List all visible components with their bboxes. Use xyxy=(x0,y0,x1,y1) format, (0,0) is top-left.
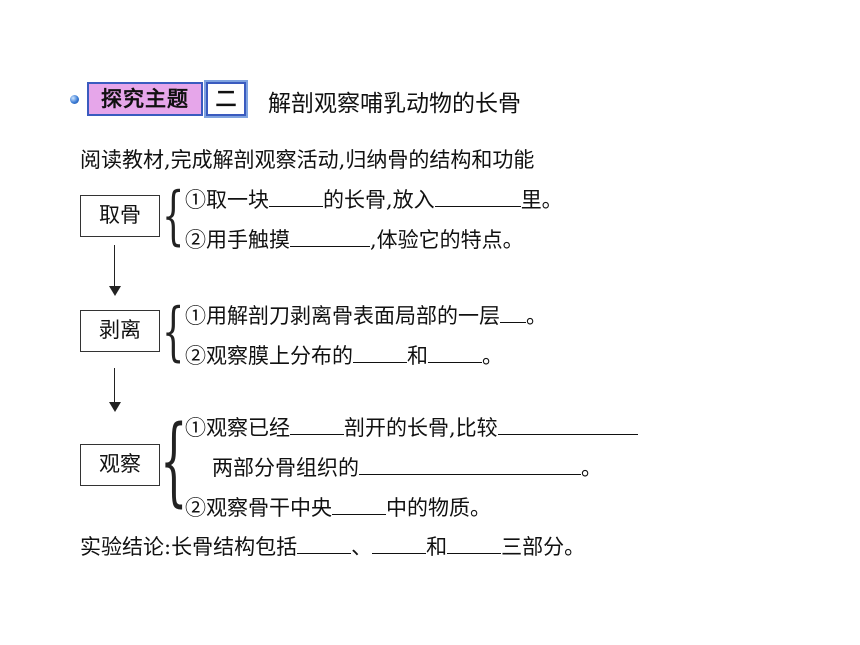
step-box-3: 观察 xyxy=(80,444,160,486)
brace-1: { xyxy=(162,179,185,253)
brace-2: { xyxy=(162,295,185,369)
page-title: 解剖观察哺乳动物的长骨 xyxy=(268,91,521,117)
arrow-2-line xyxy=(114,368,115,404)
conclusion-text: 实验结论:长骨结构包括、和三部分。 xyxy=(80,531,585,561)
step3-line2: 两部分骨组织的。 xyxy=(212,452,602,482)
arrow-down-icon xyxy=(109,402,121,412)
step3-line3: ②观察骨干中央中的物质。 xyxy=(185,492,491,522)
topic-tag: 探究主题 xyxy=(87,82,203,116)
step-box-2: 剥离 xyxy=(80,310,160,352)
step2-line1: ①用解剖刀剥离骨表面局部的一层。 xyxy=(185,300,547,330)
step1-line2: ②用手触摸,体验它的特点。 xyxy=(185,224,524,254)
step-box-1: 取骨 xyxy=(80,195,160,237)
step2-line2: ②观察膜上分布的和。 xyxy=(185,340,503,370)
step3-line1: ①观察已经剖开的长骨,比较 xyxy=(185,412,638,442)
bullet-icon xyxy=(70,95,79,104)
topic-number: 二 xyxy=(204,80,248,118)
step1-line1: ①取一块的长骨,放入里。 xyxy=(185,184,563,214)
arrow-down-icon xyxy=(109,286,121,296)
arrow-1-line xyxy=(114,245,115,288)
brace-3: { xyxy=(160,405,188,517)
intro-text: 阅读教材,完成解剖观察活动,归纳骨的结构和功能 xyxy=(80,148,535,172)
